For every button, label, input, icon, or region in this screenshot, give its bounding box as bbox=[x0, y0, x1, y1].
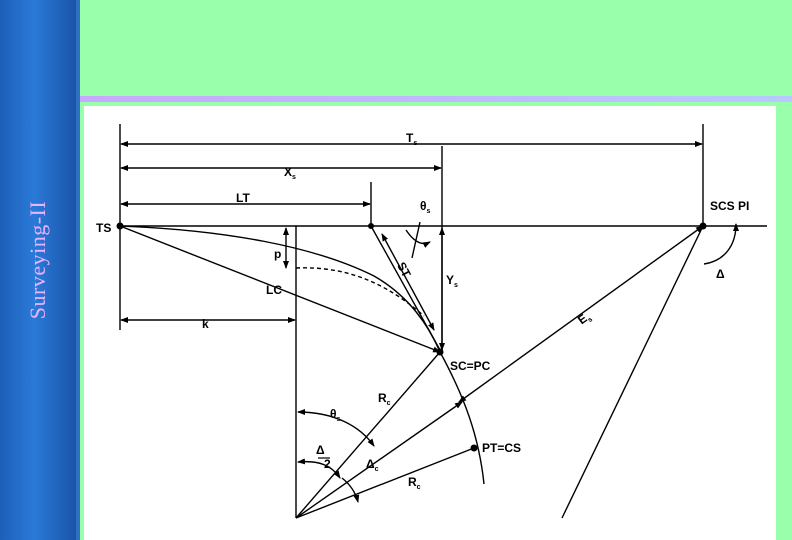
header-divider bbox=[80, 96, 792, 102]
circular-arc bbox=[439, 351, 485, 485]
angle-delta-arc bbox=[703, 223, 739, 265]
angle-delta-half-arc bbox=[297, 458, 341, 479]
label-delta-half: Δ bbox=[316, 443, 325, 457]
pi-line bbox=[561, 225, 704, 519]
label-p: p bbox=[274, 247, 281, 261]
diagram-panel: TS Ts Xs LT θs SCS PI p LC ST Ys Δ k Es … bbox=[84, 106, 776, 540]
shifted-circle bbox=[295, 267, 425, 317]
st-dim bbox=[381, 233, 435, 331]
label-theta-s: θs bbox=[420, 199, 431, 215]
label-rc-bottom: Rc bbox=[408, 475, 421, 491]
label-ys: Ys bbox=[446, 273, 458, 289]
point-sc bbox=[436, 348, 444, 356]
sidebar-edge bbox=[76, 0, 80, 540]
external-distance bbox=[458, 225, 704, 403]
radius-pt bbox=[295, 447, 475, 519]
label-scs-pi: SCS PI bbox=[710, 199, 749, 213]
label-theta-s-lower: θs bbox=[330, 407, 341, 423]
angle-theta-top-arc bbox=[405, 229, 431, 248]
angle-theta-arc bbox=[297, 409, 375, 447]
label-two: 2 bbox=[324, 457, 331, 471]
angle-delta-c-arc bbox=[341, 477, 360, 503]
point-st bbox=[368, 223, 374, 229]
point-ts bbox=[116, 222, 124, 230]
label-lt: LT bbox=[236, 191, 250, 205]
radius-mid bbox=[295, 401, 463, 519]
label-ts: TS bbox=[96, 221, 111, 235]
label-delta-c: Δc bbox=[366, 457, 379, 473]
label-rc-top: Rc bbox=[378, 391, 391, 407]
spiral-curve-diagram: TS Ts Xs LT θs SCS PI p LC ST Ys Δ k Es … bbox=[96, 124, 767, 519]
sidebar-title: Surveying-II bbox=[25, 200, 50, 320]
point-pi bbox=[699, 222, 707, 230]
label-sc-pc: SC=PC bbox=[450, 359, 491, 373]
long-chord bbox=[119, 225, 441, 353]
label-delta: Δ bbox=[716, 267, 725, 281]
theta-leader bbox=[411, 221, 421, 259]
short-tangent bbox=[370, 225, 441, 351]
label-xs: Xs bbox=[284, 165, 296, 181]
label-lc: LC bbox=[266, 283, 282, 297]
label-ts-length: Ts bbox=[406, 131, 417, 147]
point-pt bbox=[470, 444, 478, 452]
label-pt-cs: PT=CS bbox=[482, 441, 521, 455]
label-k: k bbox=[202, 317, 209, 331]
label-st: ST bbox=[394, 260, 414, 281]
radius-sc bbox=[295, 351, 441, 519]
sidebar: Surveying-II bbox=[0, 0, 76, 540]
